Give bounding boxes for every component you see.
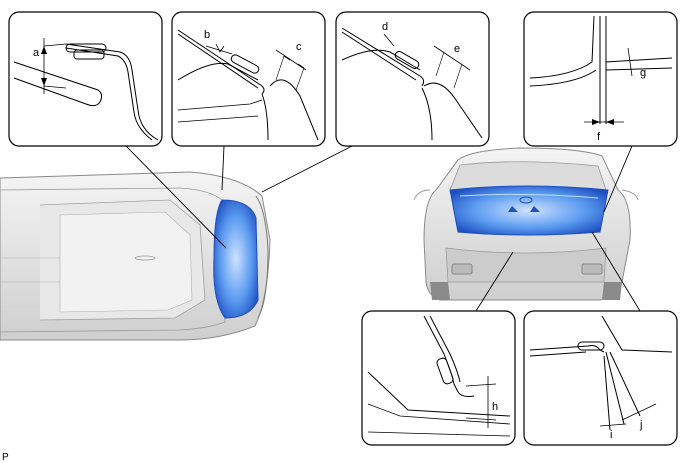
detail-panel-ij: i j	[523, 310, 678, 446]
car-top-view	[0, 171, 271, 341]
callout-label-c: c	[296, 41, 302, 53]
callout-label-e: e	[454, 43, 460, 55]
leader-lines	[125, 145, 641, 312]
callout-label-a: a	[33, 47, 40, 59]
detail-panel-bc: b c	[171, 11, 326, 147]
callout-label-i: i	[610, 429, 612, 441]
detail-panel-fg: g f	[523, 11, 678, 147]
detail-panel-h: h	[361, 310, 516, 446]
callout-label-g: g	[640, 67, 646, 79]
callout-label-d: d	[382, 21, 388, 33]
detail-panel-de: d e	[335, 11, 490, 147]
callout-label-f: f	[597, 131, 601, 143]
figure-id: P	[2, 452, 9, 463]
callout-label-j: j	[639, 419, 642, 431]
callout-label-h: h	[492, 401, 498, 413]
car-rear-view	[413, 147, 639, 301]
callout-label-b: b	[204, 29, 210, 41]
detail-panel-a: a	[8, 11, 163, 147]
